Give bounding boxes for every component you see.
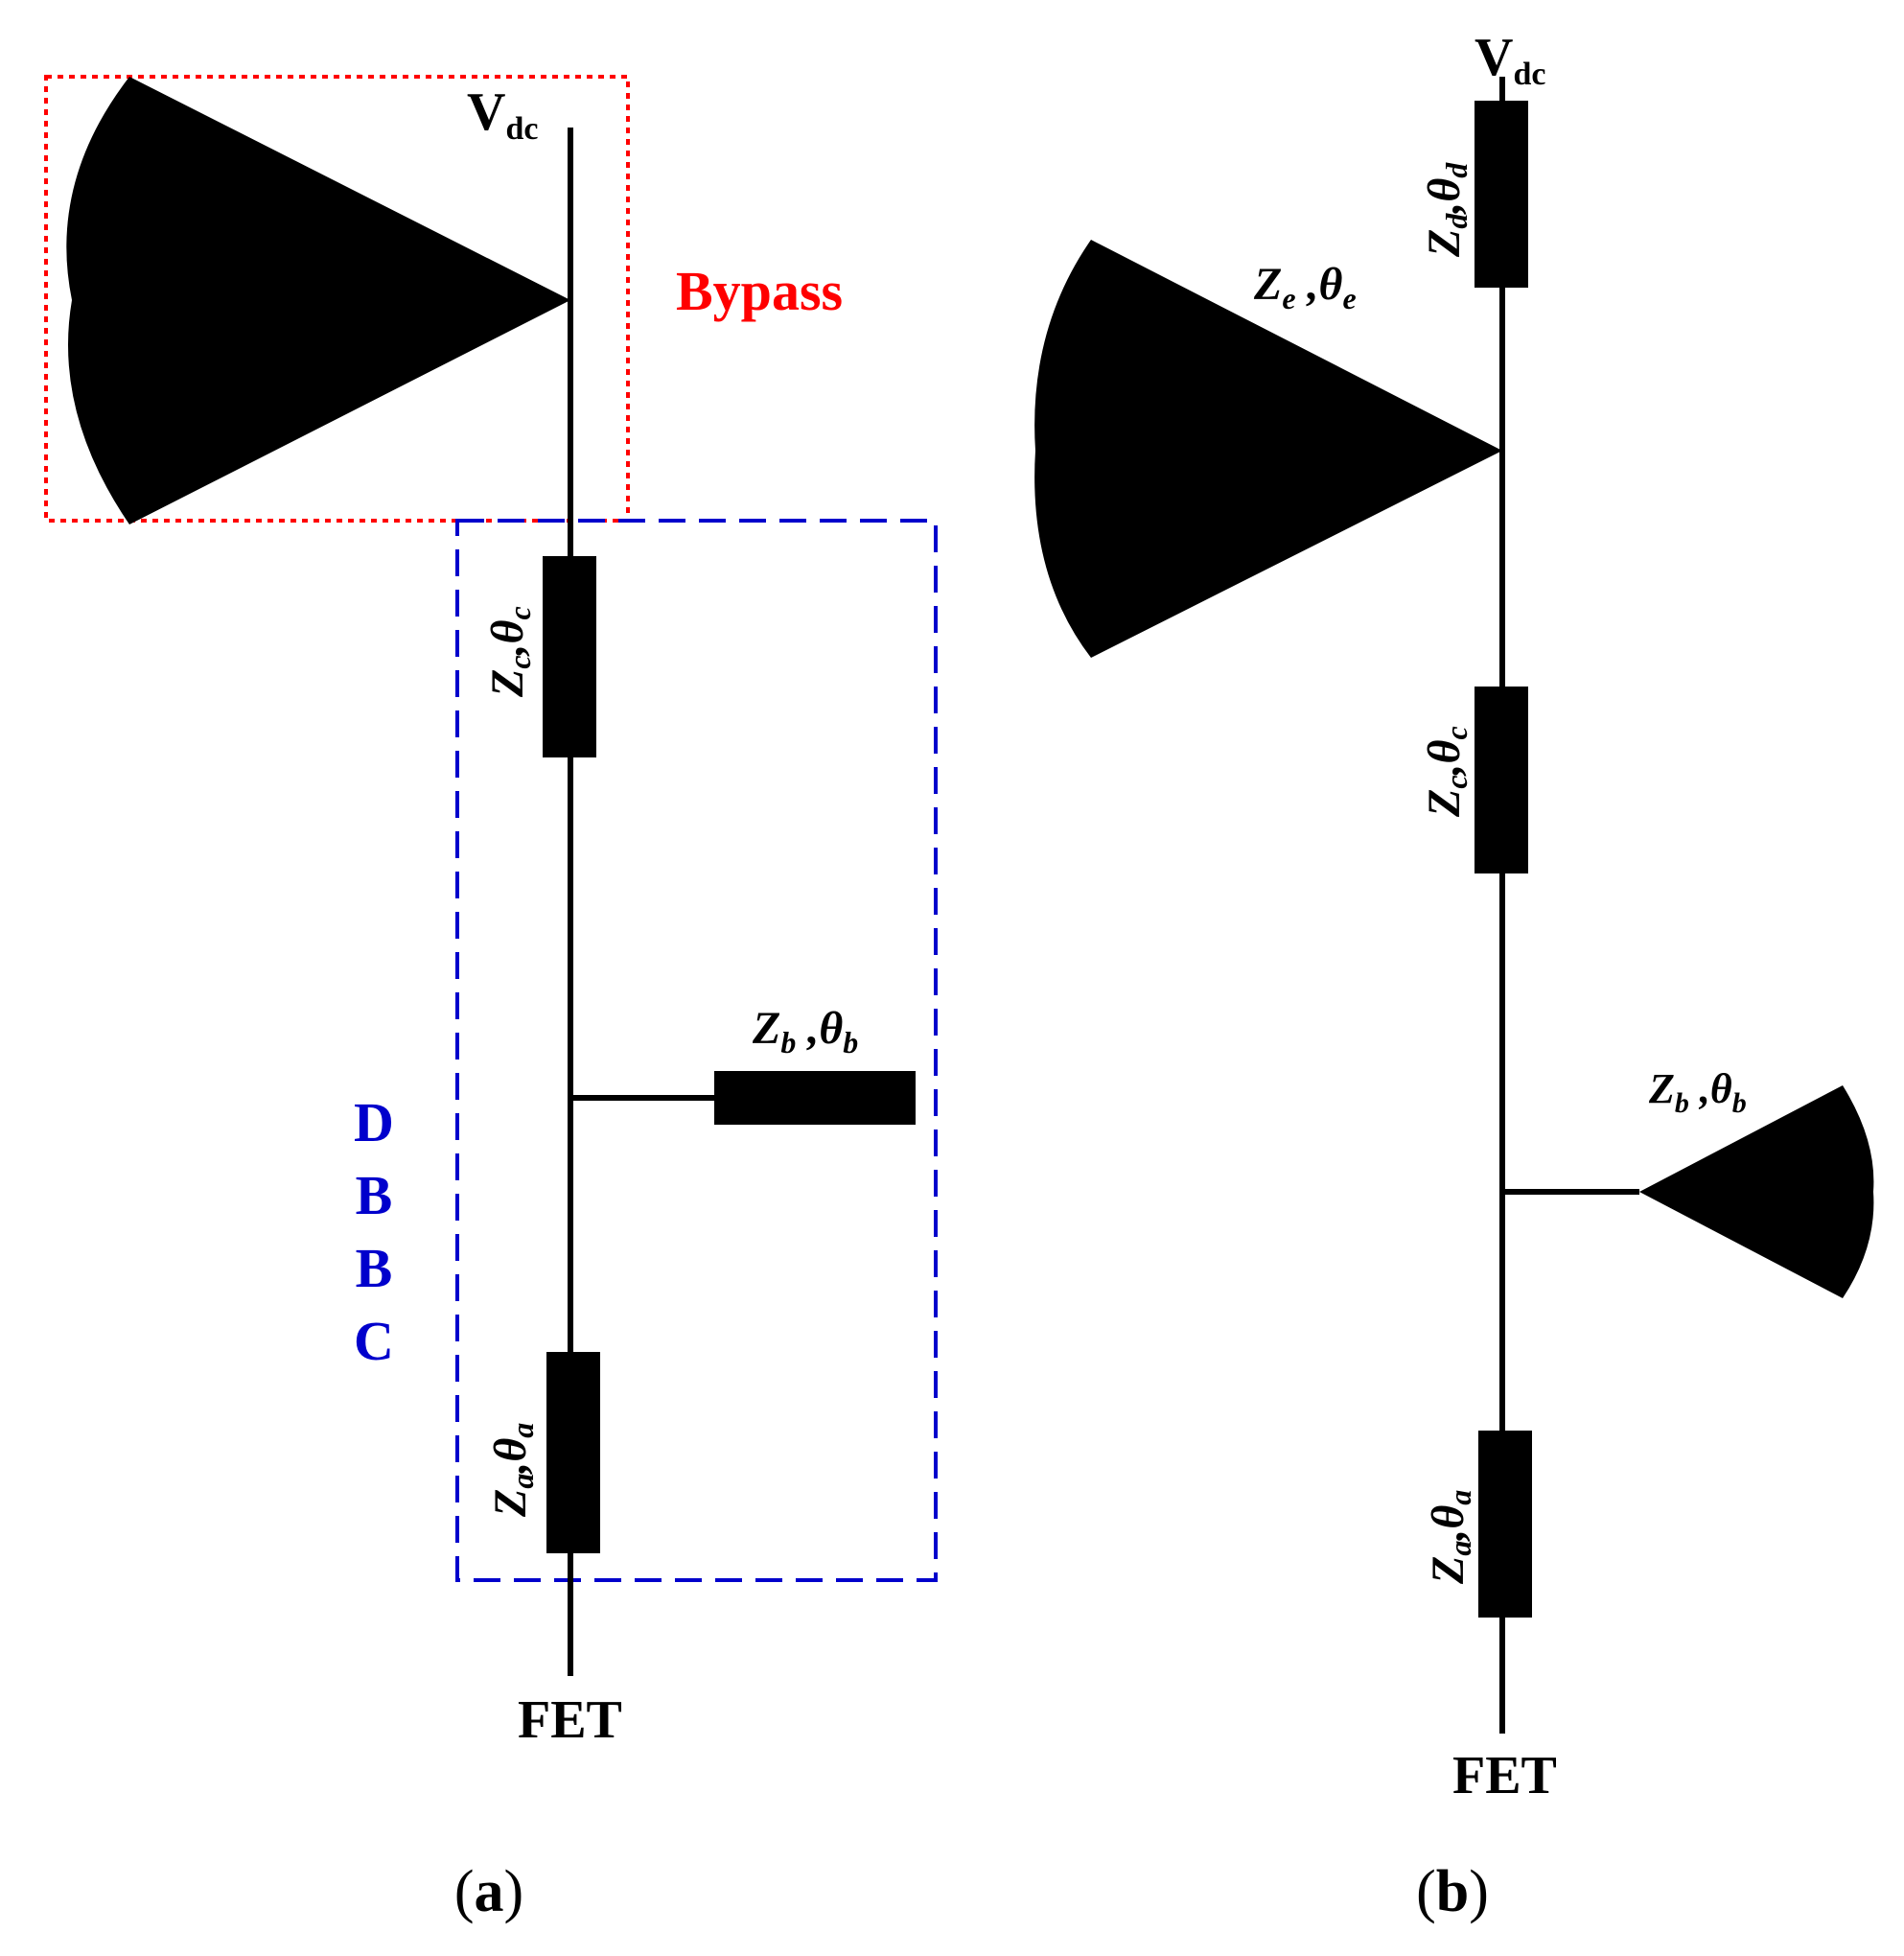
dbbc-boundary-box <box>455 519 938 1582</box>
vdc-sub-b: dc <box>1513 57 1545 92</box>
line-section-d-b <box>1474 101 1528 288</box>
line-c-tsub-a: c <box>502 606 537 619</box>
line-a-zsub-b: a <box>1443 1541 1477 1556</box>
line-b-label-a: Zb ,θb <box>752 1003 858 1060</box>
line-b-z-a: Z <box>752 1003 780 1054</box>
open-stub-b-a <box>714 1071 916 1125</box>
line-b-zsub-a: b <box>780 1025 796 1060</box>
line-b-theta-a: θ <box>819 1003 843 1054</box>
line-a-comma-a: , <box>485 1462 536 1476</box>
line-b-tsub-b: b <box>1732 1087 1747 1119</box>
line-a-label-b: Za,θa <box>1423 1490 1477 1585</box>
line-a-theta-b: θ <box>1423 1505 1474 1529</box>
line-c-label-a: Zc,θc <box>482 606 537 698</box>
dbbc-letter-4: C <box>354 1310 394 1372</box>
line-c-theta-a: θ <box>482 619 533 643</box>
radial-stub-e-b <box>1034 240 1502 658</box>
line-d-z-b: Z <box>1419 229 1470 258</box>
caption-a-close: ) <box>504 1859 524 1924</box>
line-section-a-a <box>546 1352 600 1553</box>
line-c-theta-b: θ <box>1419 739 1470 763</box>
line-section-c-b <box>1474 687 1528 873</box>
line-b-label-b: Zb ,θb <box>1648 1065 1747 1119</box>
panel-a: Vdc FET Bypass D B B C Zc,θc Za,θa Zb ,θ… <box>44 75 938 1924</box>
bypass-label: Bypass <box>676 260 843 322</box>
caption-b-letter: b <box>1436 1859 1469 1924</box>
dbbc-label: D B B C <box>354 1091 394 1372</box>
vdc-sub-a: dc <box>505 111 538 147</box>
line-d-theta-b: θ <box>1419 178 1470 202</box>
line-d-comma-b: , <box>1419 202 1470 216</box>
line-a-tsub-b: a <box>1443 1490 1477 1505</box>
vdc-label-a: Vdc <box>467 82 538 147</box>
caption-a: (a) <box>454 1859 523 1924</box>
line-c-zsub-b: c <box>1439 775 1474 788</box>
line-e-theta-b: θ <box>1319 259 1343 310</box>
line-c-label-b: Zc,θc <box>1419 726 1474 818</box>
vdc-main-b: V <box>1474 28 1513 87</box>
dbbc-letter-3: B <box>356 1237 393 1299</box>
line-c-comma-b: , <box>1419 763 1470 777</box>
dbbc-letter-1: D <box>354 1091 394 1153</box>
vdc-label-b: Vdc <box>1474 28 1545 92</box>
line-c-comma-a: , <box>482 643 533 657</box>
line-e-z-b: Z <box>1253 259 1282 310</box>
vdc-main-a: V <box>467 82 505 142</box>
line-a-zsub-a: a <box>505 1474 540 1489</box>
bypass-radial-stub-a <box>66 77 571 524</box>
line-b-zsub-b: b <box>1675 1087 1689 1119</box>
panel-b: Vdc FET Zd,θd Ze ,θe Zc,θc Zb ,θb Za,θa … <box>1034 28 1874 1924</box>
line-section-a-b <box>1478 1431 1532 1618</box>
line-e-tsub-b: e <box>1342 281 1356 315</box>
line-b-comma-a: , <box>796 1003 819 1054</box>
caption-b: (b) <box>1416 1859 1489 1924</box>
line-d-zsub-b: d <box>1439 213 1474 229</box>
line-c-zsub-a: c <box>502 655 537 668</box>
fet-label-a: FET <box>518 1690 622 1750</box>
line-c-tsub-b: c <box>1439 726 1474 739</box>
line-a-theta-a: θ <box>485 1438 536 1462</box>
caption-a-letter: a <box>475 1859 504 1924</box>
line-b-comma-b: , <box>1689 1065 1710 1112</box>
line-b-tsub-a: b <box>843 1025 858 1060</box>
dbbc-letter-2: B <box>356 1164 393 1226</box>
radial-stub-b-b <box>1639 1085 1874 1298</box>
line-b-theta-b: θ <box>1710 1065 1732 1112</box>
line-section-c-a <box>543 556 596 757</box>
fet-label-b: FET <box>1452 1746 1557 1805</box>
line-a-tsub-a: a <box>505 1423 540 1438</box>
line-d-tsub-b: d <box>1439 162 1474 178</box>
caption-b-close: ) <box>1469 1859 1489 1924</box>
line-e-label-b: Ze ,θe <box>1253 259 1357 315</box>
line-d-label-b: Zd,θd <box>1419 162 1474 258</box>
line-a-z-b: Z <box>1423 1556 1474 1585</box>
line-a-z-a: Z <box>485 1489 536 1518</box>
line-c-z-a: Z <box>482 669 533 698</box>
caption-b-open: ( <box>1416 1859 1436 1924</box>
line-c-z-b: Z <box>1419 789 1470 818</box>
line-a-comma-b: , <box>1423 1529 1474 1543</box>
bypass-boundary-box <box>44 75 630 523</box>
line-e-comma-b: , <box>1296 259 1319 310</box>
caption-a-open: ( <box>454 1859 475 1924</box>
line-b-z-b: Z <box>1648 1065 1675 1112</box>
line-e-zsub-b: e <box>1282 281 1295 315</box>
line-a-label-a: Za,θa <box>485 1423 540 1518</box>
